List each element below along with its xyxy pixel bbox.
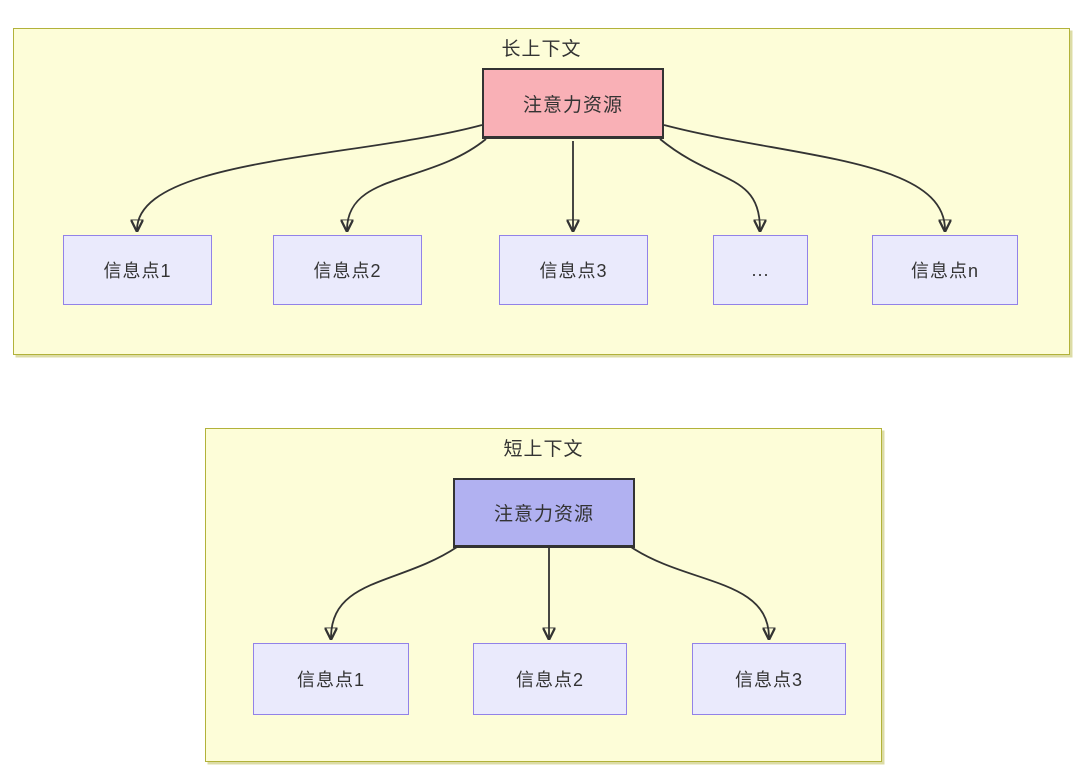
info-box-label: 信息点2: [515, 670, 584, 690]
info-box-label: 信息点n: [910, 261, 979, 281]
info-box-short-2: 信息点2: [473, 643, 627, 715]
attention-resource-label: 注意力资源: [522, 94, 623, 116]
attention-resource-box-long: 注意力资源: [482, 68, 664, 139]
info-box-label: 信息点3: [539, 261, 608, 281]
info-box-long-2: 信息点2: [273, 235, 422, 305]
info-box-long-n: 信息点n: [872, 235, 1018, 305]
section-short-context-title: 短上下文: [503, 439, 584, 460]
info-box-short-1: 信息点1: [253, 643, 409, 715]
attention-resource-label: 注意力资源: [493, 504, 594, 525]
attention-resource-box-short: 注意力资源: [453, 478, 635, 548]
info-box-long-3: 信息点3: [499, 235, 648, 305]
info-box-label: 信息点1: [296, 670, 365, 690]
info-box-label: 信息点2: [313, 261, 382, 281]
info-box-label: 信息点3: [734, 670, 803, 690]
section-long-context-title: 长上下文: [501, 39, 582, 60]
info-box-label: 信息点1: [103, 261, 172, 281]
info-box-short-3: 信息点3: [692, 643, 846, 715]
info-box-long-ellipsis: ...: [713, 235, 808, 305]
info-box-label: ...: [751, 259, 770, 280]
info-box-long-1: 信息点1: [63, 235, 212, 305]
